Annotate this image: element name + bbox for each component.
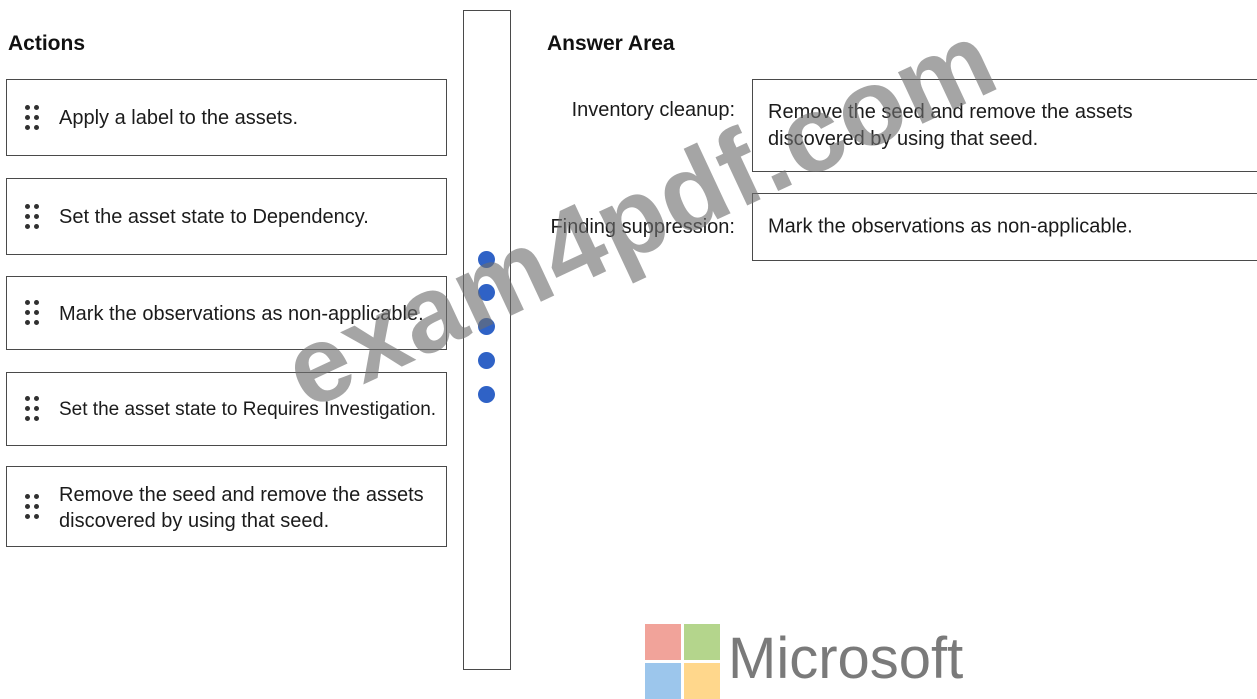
move-controls-panel: [463, 10, 511, 670]
answer-slot-inventory-cleanup[interactable]: Remove the seed and remove the assets di…: [752, 79, 1257, 172]
action-item-label: Apply a label to the assets.: [59, 107, 299, 129]
move-control-dot[interactable]: [478, 251, 495, 268]
drag-handle-icon[interactable]: [23, 493, 41, 521]
action-item-label: Mark the observations as non-applicable.: [59, 303, 424, 325]
answer-label-finding-suppression: Finding suppression:: [550, 216, 735, 238]
drag-handle-icon[interactable]: [23, 299, 41, 327]
move-control-dot[interactable]: [478, 284, 495, 301]
action-item-mark-non-applicable[interactable]: Mark the observations as non-applicable.: [6, 276, 447, 350]
microsoft-logo-icon: [645, 624, 720, 699]
action-item-state-requires-investigation[interactable]: Set the asset state to Requires Investig…: [6, 372, 447, 446]
microsoft-wordmark: Microsoft: [728, 626, 964, 691]
action-item-label: Remove the seed and remove the assets di…: [59, 484, 424, 532]
answer-slot-finding-suppression[interactable]: Mark the observations as non-applicable.: [752, 193, 1257, 261]
drag-handle-icon[interactable]: [23, 104, 41, 132]
actions-heading: Actions: [8, 32, 86, 55]
move-control-dot[interactable]: [478, 318, 495, 335]
action-item-apply-label[interactable]: Apply a label to the assets.: [6, 79, 447, 156]
answer-label-inventory-cleanup: Inventory cleanup:: [571, 99, 735, 121]
action-item-label: Set the asset state to Dependency.: [59, 206, 369, 228]
move-control-dot[interactable]: [478, 386, 495, 403]
drag-handle-icon[interactable]: [23, 203, 41, 231]
answer-area-heading: Answer Area: [547, 32, 675, 55]
action-item-label: Set the asset state to Requires Investig…: [59, 399, 437, 420]
move-control-dot[interactable]: [478, 352, 495, 369]
drag-handle-icon[interactable]: [23, 395, 41, 423]
answer-slot-value: Mark the observations as non-applicable.: [768, 215, 1133, 238]
answer-slot-value: Remove the seed and remove the assets di…: [768, 100, 1133, 150]
action-item-remove-seed[interactable]: Remove the seed and remove the assets di…: [6, 466, 447, 547]
action-item-state-dependency[interactable]: Set the asset state to Dependency.: [6, 178, 447, 255]
